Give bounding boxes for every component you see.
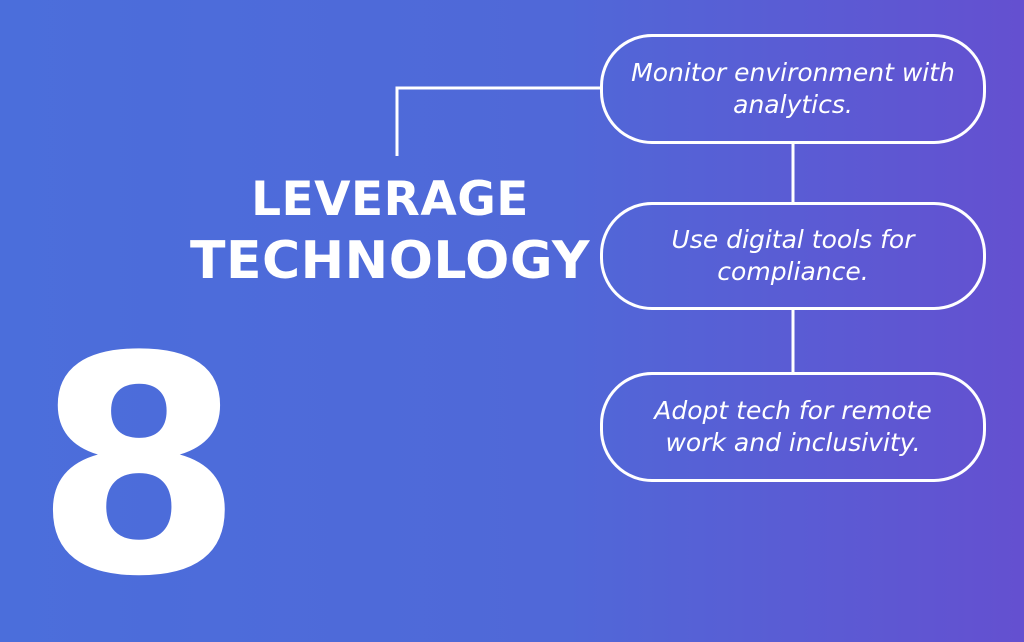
infographic-canvas: 8 LEVERAGE TECHNOLOGY Monitor environmen… — [0, 0, 1024, 538]
step-box-3: Adopt tech for remote work and inclusivi… — [600, 372, 986, 482]
step-box-2: Use digital tools for compliance. — [600, 202, 986, 310]
heading-line-2: TECHNOLOGY — [190, 231, 591, 291]
section-heading: LEVERAGE TECHNOLOGY — [190, 170, 590, 292]
heading-line-1: LEVERAGE — [251, 172, 529, 227]
step-box-1-text: Monitor environment with analytics. — [631, 58, 955, 119]
heading-to-first-step-connector — [395, 86, 602, 156]
step-box-1: Monitor environment with analytics. — [600, 34, 986, 144]
connector-lines — [0, 0, 1024, 538]
step-number: 8 — [34, 293, 244, 642]
step-box-3-text: Adopt tech for remote work and inclusivi… — [654, 396, 932, 457]
step-box-2-text: Use digital tools for compliance. — [671, 225, 915, 286]
